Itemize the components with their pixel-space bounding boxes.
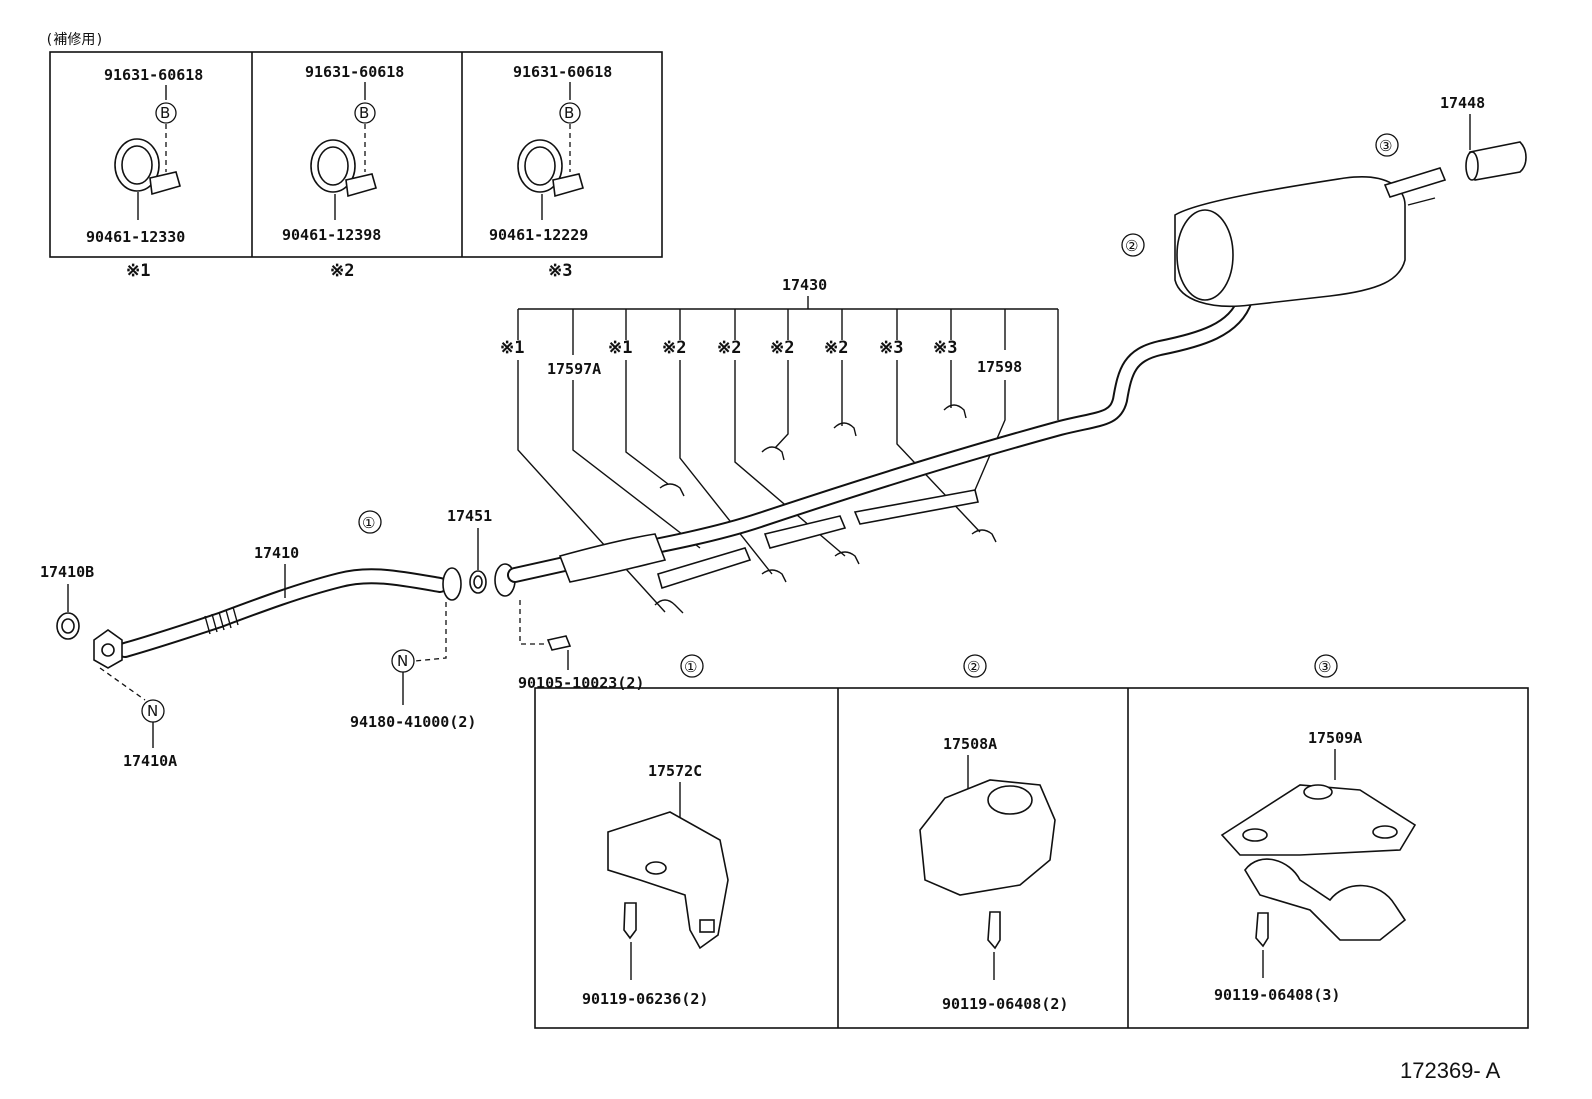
tail-pipe (1383, 167, 1447, 198)
clamp-set-3: 91631-60618 B 90461-12229 ※3 (489, 63, 612, 281)
clamp-tab-3 (552, 173, 584, 198)
nut-n-mark-front: N (147, 702, 158, 720)
clamp-set-1-bolt: 91631-60618 (104, 66, 203, 84)
clamp-sets-frame (49, 51, 663, 258)
panel-2-bolt: 90119-06408(2) (942, 995, 1068, 1013)
clamp-set-3-clamp: 90461-12229 (489, 226, 588, 244)
clamp-set-2: 91631-60618 B 90461-12398 ※2 (282, 63, 404, 281)
clamp-set-1: 91631-60618 B 90461-12330 ※1 (86, 66, 203, 281)
clamp-set-1-mark: ※1 (126, 261, 150, 281)
bracket-mark-8: ※3 (933, 338, 957, 358)
panel-3-part: 17509A (1308, 729, 1362, 747)
main-callouts: 17448 ③ ② ① 17410 17410B 17451 N 17410A … (40, 94, 1485, 770)
bracket-clip (761, 446, 785, 461)
panel-1-callout: ① (684, 658, 697, 676)
bolt-b-marker (354, 102, 376, 124)
hanger-3-marker (1375, 133, 1399, 157)
bracket-mark-2: ※1 (608, 338, 632, 358)
hanger-1-callout: ① (362, 514, 375, 532)
bolt-b-marker (559, 102, 581, 124)
clamp-tab-1 (149, 171, 181, 196)
figure-reference: 172369- A (1400, 1058, 1501, 1083)
panel-2-marker (963, 654, 987, 678)
detail-panel-2: ② 17508A 90119-06408(2) (919, 654, 1068, 1013)
pipe-joint-flange (442, 567, 462, 601)
bolt-90105 (546, 635, 572, 651)
bracket-clip (654, 599, 684, 614)
clamp-set-1-bolt-mark: B (160, 104, 170, 122)
hanger-1-marker (358, 510, 382, 534)
bracket-mark-6: ※2 (824, 338, 848, 358)
hanger-detail-panels: ① 17572C 90119-06236(2) ② 17508A 90119-0… (534, 654, 1529, 1029)
clamp-set-1-clamp: 90461-12330 (86, 228, 185, 246)
detail-panels-frame (534, 687, 1529, 1029)
bracket-mark-5: ※2 (770, 338, 794, 358)
heat-shield-17597a (657, 547, 752, 590)
panel-3-bolt: 90119-06408(3) (1214, 986, 1340, 1004)
repair-clamp-sets: (補修用) 91631-60618 B 90461-12330 ※1 91631… (45, 32, 663, 281)
bracket-clip (943, 404, 967, 419)
hanger-bracket-17572c (607, 811, 729, 950)
clamp-set-3-bolt-mark: B (564, 104, 574, 122)
part-94180: 94180-41000(2) (350, 713, 476, 731)
bracket-mark-4: ※2 (717, 338, 741, 358)
panel-2-callout: ② (967, 658, 980, 676)
bracket-clip (833, 422, 857, 437)
clamp-set-2-bolt-mark: B (359, 104, 369, 122)
part-17598: 17598 (977, 358, 1022, 376)
hanger-2-marker (1121, 233, 1145, 257)
bolt-90119-06408 (987, 911, 1001, 950)
part-17410: 17410 (254, 544, 299, 562)
bolt-90119-06236 (623, 902, 637, 940)
hanger-17508a (919, 779, 1056, 896)
bracket-clip (834, 551, 860, 565)
part-17597a: 17597A (547, 360, 601, 378)
resonator (558, 533, 667, 583)
part-17448: 17448 (1440, 94, 1485, 112)
part-17410a: 17410A (123, 752, 177, 770)
heat-shield-center (763, 515, 847, 549)
bracket-clip (659, 483, 685, 497)
panel-3-marker (1314, 654, 1338, 678)
panel-2-part: 17508A (943, 735, 997, 753)
hanger-rubber-17509a (1244, 858, 1407, 941)
clamp-set-3-bolt: 91631-60618 (513, 63, 612, 81)
main-muffler (1174, 176, 1406, 308)
bracket-clip (761, 569, 787, 583)
panel-1-bolt: 90119-06236(2) (582, 990, 708, 1008)
clamp-set-2-clamp: 90461-12398 (282, 226, 381, 244)
detail-panel-3: ③ 17509A 90119-06408(3) (1214, 654, 1417, 1004)
heat-shield-17598 (853, 489, 979, 525)
nut-n-mark-center: N (397, 652, 408, 670)
clamp-set-3-mark: ※3 (548, 261, 572, 281)
panel-1-marker (680, 654, 704, 678)
bolt-b-marker (155, 102, 177, 124)
bracket-mark-3: ※2 (662, 338, 686, 358)
bracket-clip (971, 529, 997, 543)
hanger-3-callout: ③ (1379, 137, 1392, 155)
detail-panel-1: ① 17572C 90119-06236(2) (582, 654, 729, 1008)
bolt-90119-06408-3 (1255, 912, 1269, 948)
clamp-tab-2 (345, 173, 377, 198)
part-17410b: 17410B (40, 563, 94, 581)
hanger-2-callout: ② (1125, 237, 1138, 255)
panel-3-callout: ③ (1318, 658, 1331, 676)
part-17451: 17451 (447, 507, 492, 525)
part-90105: 90105-10023(2) (518, 674, 644, 692)
bracket-mark-1: ※1 (500, 338, 524, 358)
panel-1-part: 17572C (648, 762, 702, 780)
part-17430: 17430 (782, 276, 827, 294)
repair-note: (補修用) (45, 32, 104, 48)
bracket-mark-7: ※3 (879, 338, 903, 358)
clamp-set-2-mark: ※2 (330, 261, 354, 281)
exhaust-assembly (56, 141, 1527, 669)
clamp-set-2-bolt: 91631-60618 (305, 63, 404, 81)
